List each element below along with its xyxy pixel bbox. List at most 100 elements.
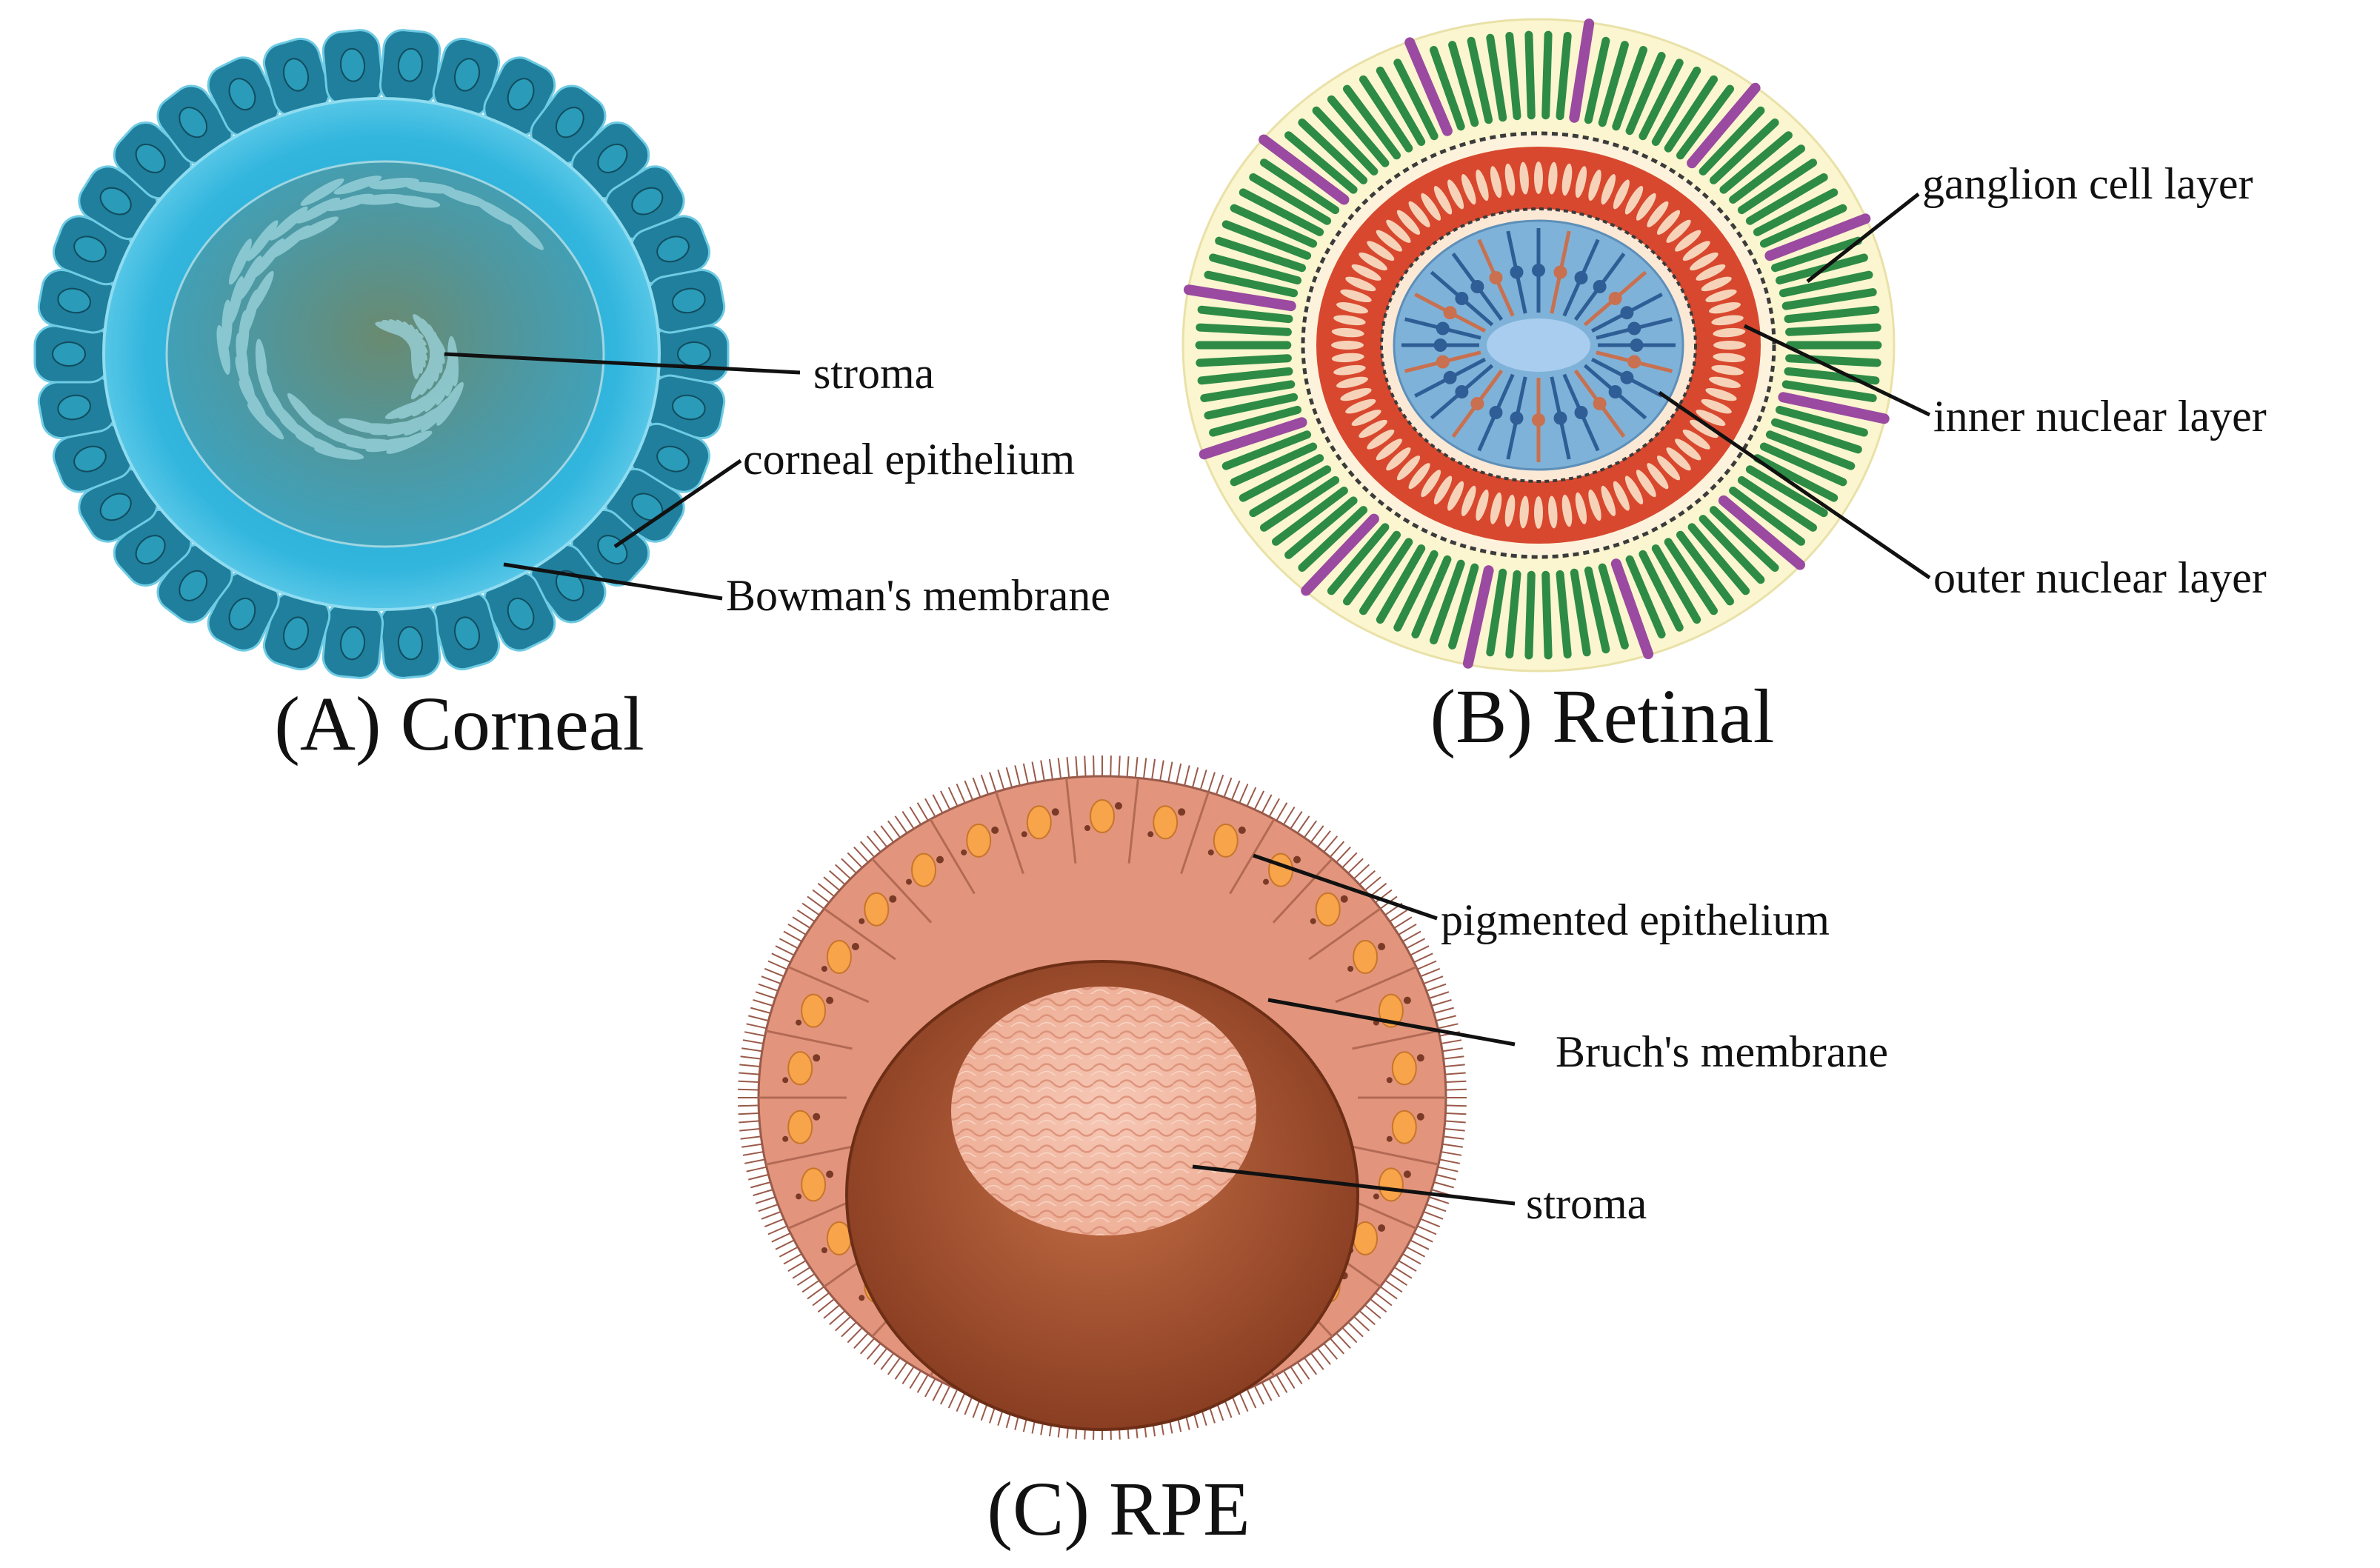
rod-cell (1676, 530, 1734, 606)
nucleus (1367, 429, 1395, 450)
nucleus (1534, 161, 1543, 194)
epithelial-cell (379, 29, 441, 107)
pigment-granule (1373, 1193, 1379, 1200)
keratocyte (386, 430, 433, 454)
cone-cell (1778, 392, 1890, 424)
leader-bowmans-membrane (503, 562, 723, 601)
pigment-granule (1147, 831, 1154, 838)
rpe-nucleus (1268, 853, 1293, 887)
microvillus (829, 1309, 847, 1326)
rpe-nucleus (826, 940, 852, 974)
keratocyte (369, 177, 419, 190)
rod-cell (1745, 173, 1828, 225)
microvillus (947, 787, 959, 808)
microvillus (932, 1381, 944, 1401)
microvillus (1419, 967, 1441, 978)
bipolar-nucleus (1455, 292, 1469, 305)
microvillus (1358, 1309, 1376, 1326)
rod-cell (1664, 538, 1718, 615)
nucleus (1359, 252, 1387, 271)
microvillus (1309, 1351, 1324, 1370)
cell-border (995, 791, 1024, 875)
microvillus (792, 1266, 813, 1279)
rod-cell (1486, 568, 1507, 657)
microvillus (853, 1331, 870, 1349)
rod-cell (1625, 52, 1666, 136)
microvillus (758, 983, 780, 992)
microvillus (801, 902, 821, 917)
rpe-nucleus (1353, 940, 1379, 974)
rod-cell (1584, 36, 1610, 124)
microvillus (764, 1217, 786, 1228)
nucleus (1421, 193, 1441, 221)
label-outer-nuclear-layer: outer nuclear layer (1933, 553, 2267, 602)
rod-cell (1745, 465, 1828, 518)
microvillus (1387, 1272, 1408, 1287)
bipolar-nucleus (1455, 385, 1469, 398)
pigment-granule (1115, 802, 1122, 810)
nucleus (1461, 485, 1476, 516)
microvillus (829, 870, 847, 887)
microvillus (989, 772, 998, 794)
cell-border (1065, 778, 1077, 864)
label-bruchs-membrane: Bruch's membrane (1556, 1027, 1888, 1076)
panel-title-rpe: (C) RPE (987, 1467, 1250, 1552)
microvillus (1441, 1143, 1463, 1148)
rod-cell (1737, 159, 1817, 215)
microvillus (1439, 1039, 1462, 1045)
microvillus (796, 909, 817, 924)
nucleus (1613, 179, 1630, 210)
nucleus (1396, 456, 1421, 481)
microvillus (1396, 923, 1417, 936)
microvillus (771, 953, 793, 964)
nucleus (1504, 494, 1516, 527)
microvillus (740, 1055, 763, 1060)
microvillus (1444, 1112, 1467, 1115)
microvillus (901, 1364, 916, 1384)
rod-cell (1284, 496, 1358, 559)
rod-cell (1612, 46, 1647, 131)
microvillus (1245, 1387, 1257, 1409)
pigment-granule (1386, 1077, 1393, 1084)
microvillus (1379, 1285, 1398, 1300)
microvillus (1322, 1341, 1339, 1360)
nucleus (1336, 376, 1368, 388)
microvillus (894, 815, 909, 835)
microvillus (761, 1210, 783, 1220)
epithelial-cell (646, 374, 726, 440)
microvillus (1441, 1047, 1463, 1052)
nucleus (1675, 438, 1701, 461)
nucleus (1490, 492, 1502, 524)
microvillus (1275, 1372, 1288, 1393)
pigment-granule (936, 855, 944, 864)
nucleus (1408, 463, 1430, 490)
rod-cell (1687, 523, 1750, 595)
rod-cell (1759, 204, 1847, 248)
nucleus (1709, 376, 1741, 388)
microvillus (744, 1031, 767, 1037)
photoreceptor-layer (1183, 19, 1890, 669)
pigment-granule (1084, 825, 1090, 831)
microvillus (873, 830, 889, 849)
rod-cell (1196, 323, 1292, 336)
cell-border (1308, 907, 1381, 961)
rod-cell (1486, 33, 1507, 122)
microvillus (1289, 811, 1303, 831)
epithelial-cell (33, 324, 110, 384)
keratocyte (441, 188, 489, 207)
epithelial-cell (653, 324, 730, 384)
microvillus (823, 1303, 841, 1319)
nucleus (1351, 410, 1381, 427)
microvillus (880, 1351, 896, 1370)
microvillus (1238, 784, 1249, 805)
leader-pigmented-epithelium (1253, 853, 1438, 921)
rod-cell (1524, 30, 1536, 120)
nucleus (1701, 276, 1732, 292)
microvillus (761, 975, 783, 985)
epithelial-cell (321, 29, 384, 107)
microvillus (738, 1104, 761, 1107)
label-rpe-stroma: stroma (1526, 1179, 1647, 1228)
microvillus (1408, 1238, 1430, 1250)
keratocyte (247, 220, 279, 261)
nucleus (1534, 496, 1543, 529)
